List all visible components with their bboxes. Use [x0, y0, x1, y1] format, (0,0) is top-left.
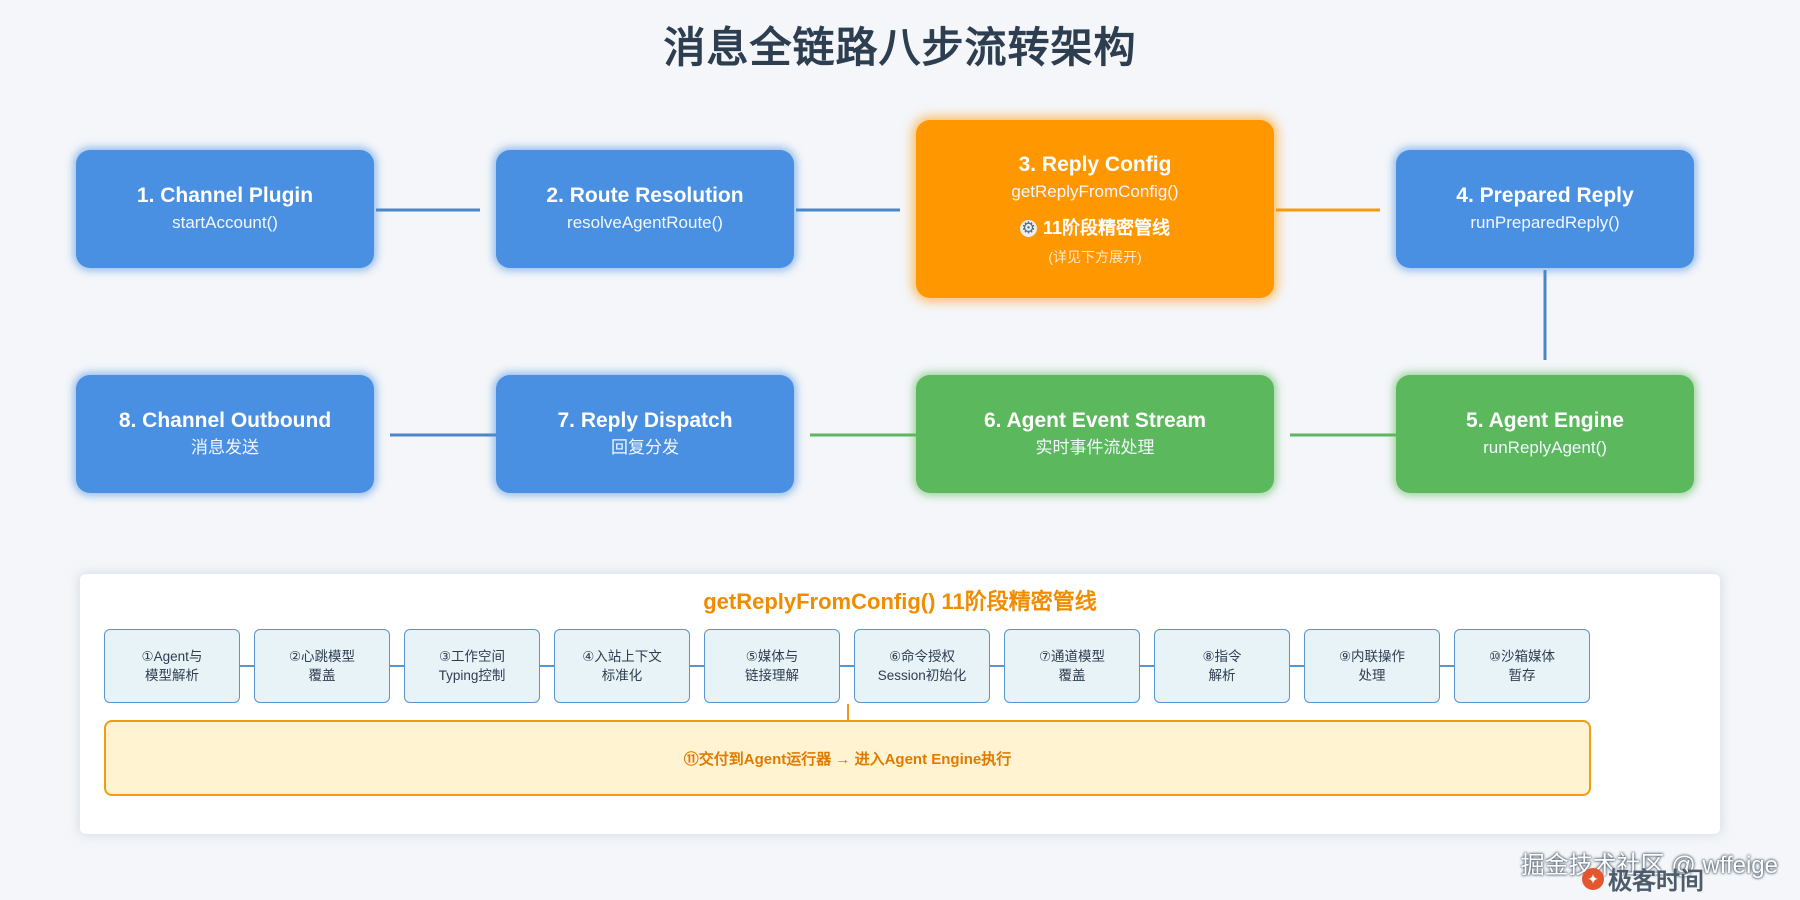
pipeline-stage: ⑤媒体与 链接理解	[704, 629, 840, 703]
node-title: 7. Reply Dispatch	[557, 409, 733, 432]
stage-connector	[1140, 665, 1154, 667]
pipeline-stage: ②心跳模型 覆盖	[254, 629, 390, 703]
pipeline-stage: ①Agent与 模型解析	[104, 629, 240, 703]
node-note: (详见下方展开)	[1048, 249, 1142, 265]
pipeline-stage: ③工作空间 Typing控制	[404, 629, 540, 703]
node-agent-engine: 5. Agent Engine runReplyAgent()	[1396, 375, 1694, 493]
gear-icon: ⚙	[1019, 219, 1037, 237]
node-agent-event-stream: 6. Agent Event Stream 实时事件流处理	[916, 375, 1274, 493]
pipeline-stage: ⑩沙箱媒体 暂存	[1454, 629, 1590, 703]
node-channel-plugin: 1. Channel Plugin startAccount()	[76, 150, 374, 268]
pipeline-title: getReplyFromConfig() 11阶段精密管线	[703, 589, 1097, 614]
pipeline-panel: getReplyFromConfig() 11阶段精密管线 ①Agent与 模型…	[80, 574, 1720, 834]
pipeline-stage: ④入站上下文 标准化	[554, 629, 690, 703]
brand-name: 极客时间	[1608, 868, 1704, 895]
pipeline-stage: ⑧指令 解析	[1154, 629, 1290, 703]
node-reply-dispatch: 7. Reply Dispatch 回复分发	[496, 375, 794, 493]
node-route-resolution: 2. Route Resolution resolveAgentRoute()	[496, 150, 794, 268]
watermark: 掘金技术社区 @ wffeige	[1520, 852, 1778, 879]
stage-connector	[840, 665, 854, 667]
brand-logo: ✦ 极客时间	[1582, 861, 1704, 896]
stage-connector	[390, 665, 404, 667]
stage-connector	[240, 665, 254, 667]
node-title: 1. Channel Plugin	[136, 184, 314, 207]
node-highlight: ⚙ 11阶段精密管线	[1019, 215, 1171, 241]
node-title: 8. Channel Outbound	[118, 409, 332, 432]
pipeline-stage: ⑥命令授权 Session初始化	[854, 629, 990, 703]
stage-connector	[1440, 665, 1454, 667]
brand-logo-icon: ✦	[1582, 867, 1604, 890]
stage-connector	[540, 665, 554, 667]
node-title: 2. Route Resolution	[546, 184, 744, 207]
stage-connector	[690, 665, 704, 667]
node-subtitle: runReplyAgent()	[1483, 438, 1607, 457]
node-title: 5. Agent Engine	[1466, 409, 1624, 432]
page-title: 消息全链路八步流转架构	[663, 24, 1137, 71]
node-subtitle: getReplyFromConfig()	[1011, 182, 1179, 201]
node-subtitle: 回复分发	[611, 438, 679, 457]
node-reply-config: 3. Reply Config getReplyFromConfig() ⚙ 1…	[916, 120, 1274, 298]
node-subtitle: 消息发送	[191, 438, 259, 457]
final-stage-connector	[847, 704, 849, 720]
node-subtitle: startAccount()	[172, 213, 278, 232]
node-subtitle: resolveAgentRoute()	[567, 213, 723, 232]
node-subtitle: 实时事件流处理	[1035, 438, 1155, 457]
stage-connector	[1290, 665, 1304, 667]
node-highlight-text: 11阶段精密管线	[1042, 218, 1171, 238]
node-prepared-reply: 4. Prepared Reply runPreparedReply()	[1396, 150, 1694, 268]
stage-connector	[990, 665, 1004, 667]
pipeline-stage: ⑨内联操作 处理	[1304, 629, 1440, 703]
node-channel-outbound: 8. Channel Outbound 消息发送	[76, 375, 374, 493]
node-subtitle: runPreparedReply()	[1470, 213, 1620, 232]
pipeline-stage: ⑦通道模型 覆盖	[1004, 629, 1140, 703]
node-title: 6. Agent Event Stream	[983, 409, 1207, 432]
node-title: 3. Reply Config	[1018, 153, 1172, 176]
node-title: 4. Prepared Reply	[1456, 184, 1634, 207]
pipeline-final-stage: ⑪交付到Agent运行器 → 进入Agent Engine执行	[104, 720, 1591, 796]
